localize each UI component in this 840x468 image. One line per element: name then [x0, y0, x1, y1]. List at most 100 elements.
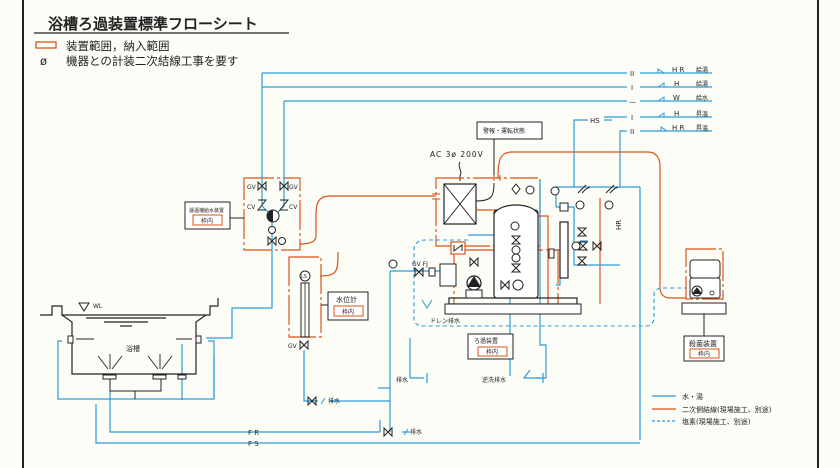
- motor-valve-icon: [511, 245, 521, 255]
- terminal-row-4: I H 昇温: [631, 110, 708, 122]
- pressure-relief-icon: [577, 184, 591, 194]
- pressure-gauge-icon: [525, 185, 535, 195]
- hr-label: HR: [615, 220, 623, 230]
- drain-label: 排水: [396, 376, 408, 384]
- bath-label: 浴槽: [126, 344, 140, 353]
- fs-label: F S: [248, 440, 259, 448]
- level-switch-icon: [299, 270, 311, 282]
- drain-valve-icon: [383, 427, 393, 437]
- ls-label: LS: [301, 274, 307, 280]
- cv-label: CV: [247, 204, 256, 211]
- inlet-fitting: [195, 335, 202, 344]
- drain-pipes: [409, 338, 544, 383]
- gv-label: GV: [289, 184, 299, 191]
- injector-symbol: [453, 244, 463, 252]
- heating-loop-pipes: [555, 119, 641, 440]
- gate-valve-icon: [414, 267, 424, 277]
- terminal-code: H R: [672, 66, 684, 74]
- backwash-drain-label: 逆洗排水: [482, 376, 506, 384]
- drain-mark: [320, 397, 326, 405]
- scope-legend-label: 装置範囲，納入範囲: [66, 39, 170, 53]
- terminal-code: H: [674, 110, 679, 118]
- motor-valve-icon: [511, 253, 521, 263]
- terminal-row-1: II H R 給湯: [630, 66, 708, 78]
- drain-dashed-label: ドレン排水: [430, 317, 460, 325]
- sterilizer-name: 殺菌装置: [689, 339, 717, 348]
- terminal-label: 給湯: [696, 80, 708, 88]
- secondary-wiring: [299, 151, 686, 306]
- hair-catcher: [439, 263, 457, 287]
- wiring-markers: [432, 175, 501, 200]
- dosing-pump-fill: [692, 287, 702, 294]
- mixing-valve-fill: [267, 210, 273, 222]
- terminal-roman: II: [630, 70, 634, 78]
- makeup-water-name: 濾温補給水装置: [189, 207, 224, 214]
- power-cable-icon: [458, 161, 462, 181]
- cv-label: CV: [289, 204, 298, 211]
- legend-wiring-label: 二次側結線(現場施工、別途): [682, 405, 772, 414]
- thermometer-icon: [388, 259, 398, 269]
- makeup-water-scope-box: [192, 214, 223, 226]
- page-title: 浴槽ろ過装置標準フローシート: [48, 15, 258, 33]
- terminal-label: 昇温: [696, 110, 708, 118]
- chlorine-line: [413, 239, 686, 327]
- thermometer-icon: [604, 200, 614, 210]
- pump-motor: [465, 289, 483, 299]
- terminal-roman: I: [631, 114, 633, 122]
- terminal-markers: [657, 68, 669, 132]
- legend-water-label: 水・湯: [682, 392, 703, 401]
- gvfj-label: GV FJ: [412, 261, 428, 268]
- drain-label: 排水: [410, 428, 422, 436]
- filter-scope-box: [477, 346, 508, 357]
- inlet-fitting: [67, 335, 74, 344]
- pump-impeller: [467, 276, 481, 287]
- terminal-roman: II: [630, 128, 634, 136]
- bath-tub: [40, 298, 219, 375]
- check-valve-icon: [256, 199, 268, 211]
- filter-tank-dome: [493, 204, 539, 215]
- water-level-icon: [78, 302, 90, 312]
- sterilizer-scope: [685, 248, 724, 300]
- pipe-terminals: [261, 72, 712, 171]
- level-gauge-scope-box: [333, 305, 364, 317]
- fr-label: F R: [248, 429, 259, 437]
- sterilizer-scope-label: 枠内: [698, 350, 710, 358]
- flexible-joint-icon: [428, 267, 436, 277]
- strainer-icon: [559, 202, 569, 212]
- sterilizer-base: [681, 302, 727, 315]
- terminal-row-3: — W 給水: [629, 94, 708, 106]
- drain-label: 排水: [328, 397, 340, 405]
- motor-icon: [278, 237, 286, 245]
- thermometer-icon: [268, 226, 276, 234]
- scope-legend-swatch: [35, 41, 57, 49]
- main-water-pipes: [57, 180, 640, 444]
- control-panel-cross: [443, 183, 477, 225]
- filter-scope-label: 枠内: [486, 348, 498, 356]
- suction-header: [109, 379, 162, 392]
- terminal-row-2: I H 給湯: [631, 80, 708, 92]
- filter-valve-top: [510, 221, 520, 231]
- heat-exchanger: [559, 221, 569, 279]
- check-valve-icon: [278, 199, 290, 211]
- gv-label: GV: [288, 343, 298, 350]
- legend-chlorine-label: 塩素(現場施工、別途): [682, 417, 751, 426]
- terminal-label: 昇温: [696, 124, 708, 132]
- water-level-label: WL: [93, 303, 103, 310]
- terminal-row-5: II H R 昇温: [630, 124, 708, 136]
- terminal-code: W: [673, 94, 680, 102]
- frame-border-left: [22, 0, 24, 468]
- wiring-legend-symbol: ø: [40, 54, 47, 68]
- gate-valve-icon: [469, 257, 479, 267]
- suction-fitting: [102, 374, 117, 380]
- level-gauge-scope-label: 枠内: [342, 308, 354, 316]
- drain-funnel-icon: [421, 299, 433, 309]
- hs-label: HS: [590, 117, 600, 125]
- terminal-roman: I: [631, 84, 633, 92]
- drain-mark: [403, 428, 409, 436]
- filter-foundation: [444, 303, 582, 315]
- gate-valve-icon: [577, 256, 587, 266]
- terminal-label: 給湯: [696, 66, 708, 74]
- gate-valve-icon: [577, 227, 587, 237]
- terminal-code: H: [674, 80, 679, 88]
